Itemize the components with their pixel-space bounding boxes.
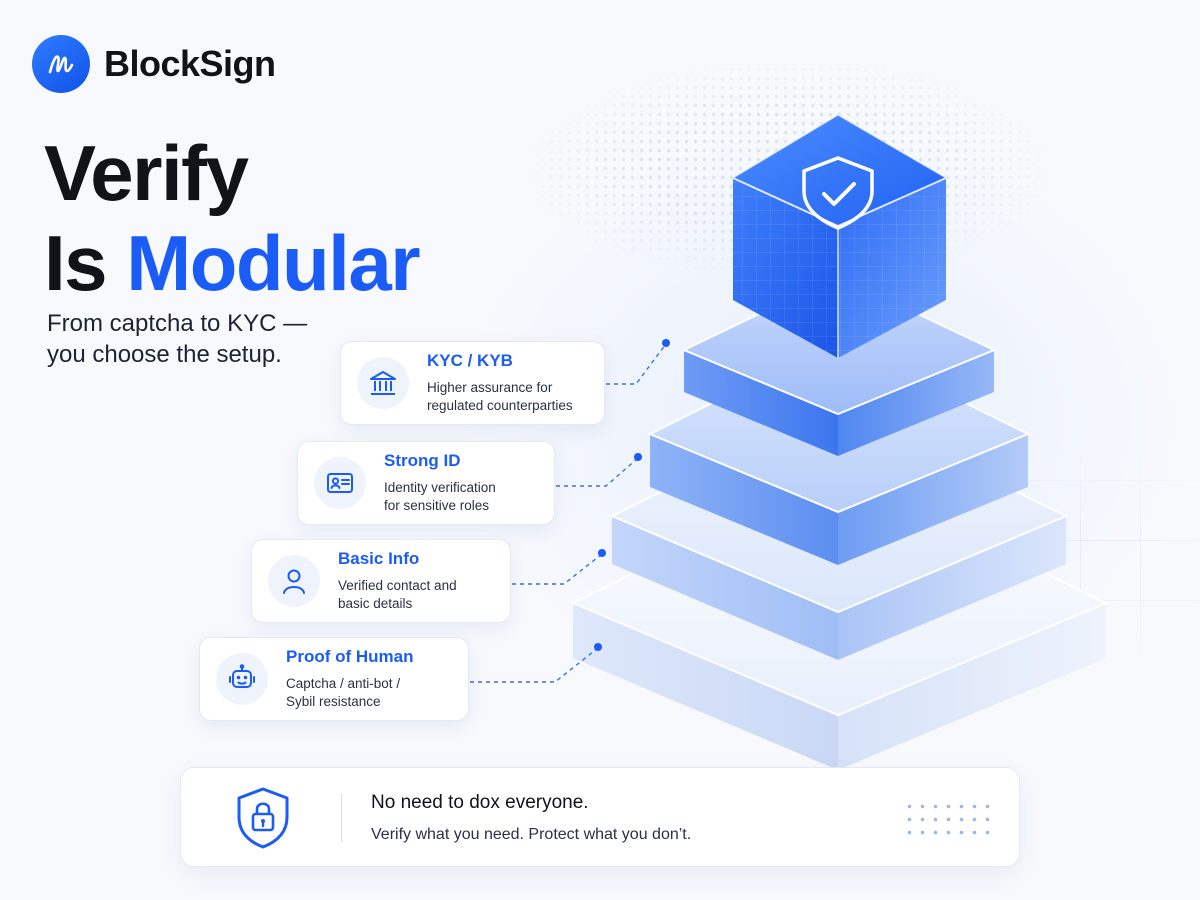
title-accent-word: Modular bbox=[126, 219, 420, 307]
tier-description: Verified contact and basic details bbox=[338, 578, 457, 611]
verification-layer-stack bbox=[570, 114, 1109, 770]
connector-dot bbox=[594, 643, 602, 651]
tier-card-kyc-kyb: KYC / KYB Higher assurance for regulated… bbox=[340, 341, 605, 425]
title-line-1: Verify bbox=[44, 129, 249, 217]
tier-card-basic-info: Basic Info Verified contact and basic de… bbox=[251, 539, 511, 623]
shield-cube bbox=[731, 114, 948, 358]
tier-description: Identity verification for sensitive role… bbox=[384, 480, 496, 513]
id-card-icon bbox=[314, 457, 366, 509]
user-icon bbox=[268, 555, 320, 607]
banner-title: No need to dox everyone. bbox=[371, 792, 589, 813]
brand-name: BlockSign bbox=[104, 43, 276, 84]
connector-dot bbox=[634, 453, 642, 461]
connector-kyc bbox=[606, 343, 667, 385]
title-plain-word: Is bbox=[44, 219, 108, 307]
tier-card-strong-id: Strong ID Identity verification for sens… bbox=[297, 441, 555, 525]
tier-description: Captcha / anti-bot / Sybil resistance bbox=[286, 676, 401, 709]
banner-divider bbox=[341, 794, 342, 842]
shield-check-icon bbox=[802, 156, 874, 230]
brand: BlockSign bbox=[32, 35, 276, 93]
privacy-banner: No need to dox everyone. Verify what you… bbox=[180, 767, 1020, 867]
tier-title: Proof of Human bbox=[286, 647, 414, 666]
robot-icon bbox=[216, 653, 268, 705]
shield-lock-icon bbox=[233, 785, 293, 856]
tier-description: Higher assurance for regulated counterpa… bbox=[427, 380, 573, 413]
connector-strong-id bbox=[556, 457, 639, 487]
connector-dot bbox=[662, 339, 670, 347]
banner-subtitle: Verify what you need. Protect what you d… bbox=[371, 826, 692, 843]
subtitle: From captcha to KYC — you choose the set… bbox=[47, 310, 308, 368]
tier-title: KYC / KYB bbox=[427, 351, 513, 370]
tier-title: Basic Info bbox=[338, 549, 420, 568]
connector-basic-info bbox=[512, 553, 603, 585]
logo-icon bbox=[32, 35, 90, 93]
connector-proof-of-human bbox=[470, 647, 599, 683]
decorative-dots bbox=[903, 800, 993, 840]
connector-dot bbox=[598, 549, 606, 557]
tier-card-proof-of-human: Proof of Human Captcha / anti-bot / Sybi… bbox=[199, 637, 469, 721]
title-line-2: Is Modular bbox=[44, 218, 421, 308]
bank-icon bbox=[357, 357, 409, 409]
page-title: Verify Is Modular bbox=[44, 128, 421, 308]
tier-title: Strong ID bbox=[384, 451, 461, 470]
